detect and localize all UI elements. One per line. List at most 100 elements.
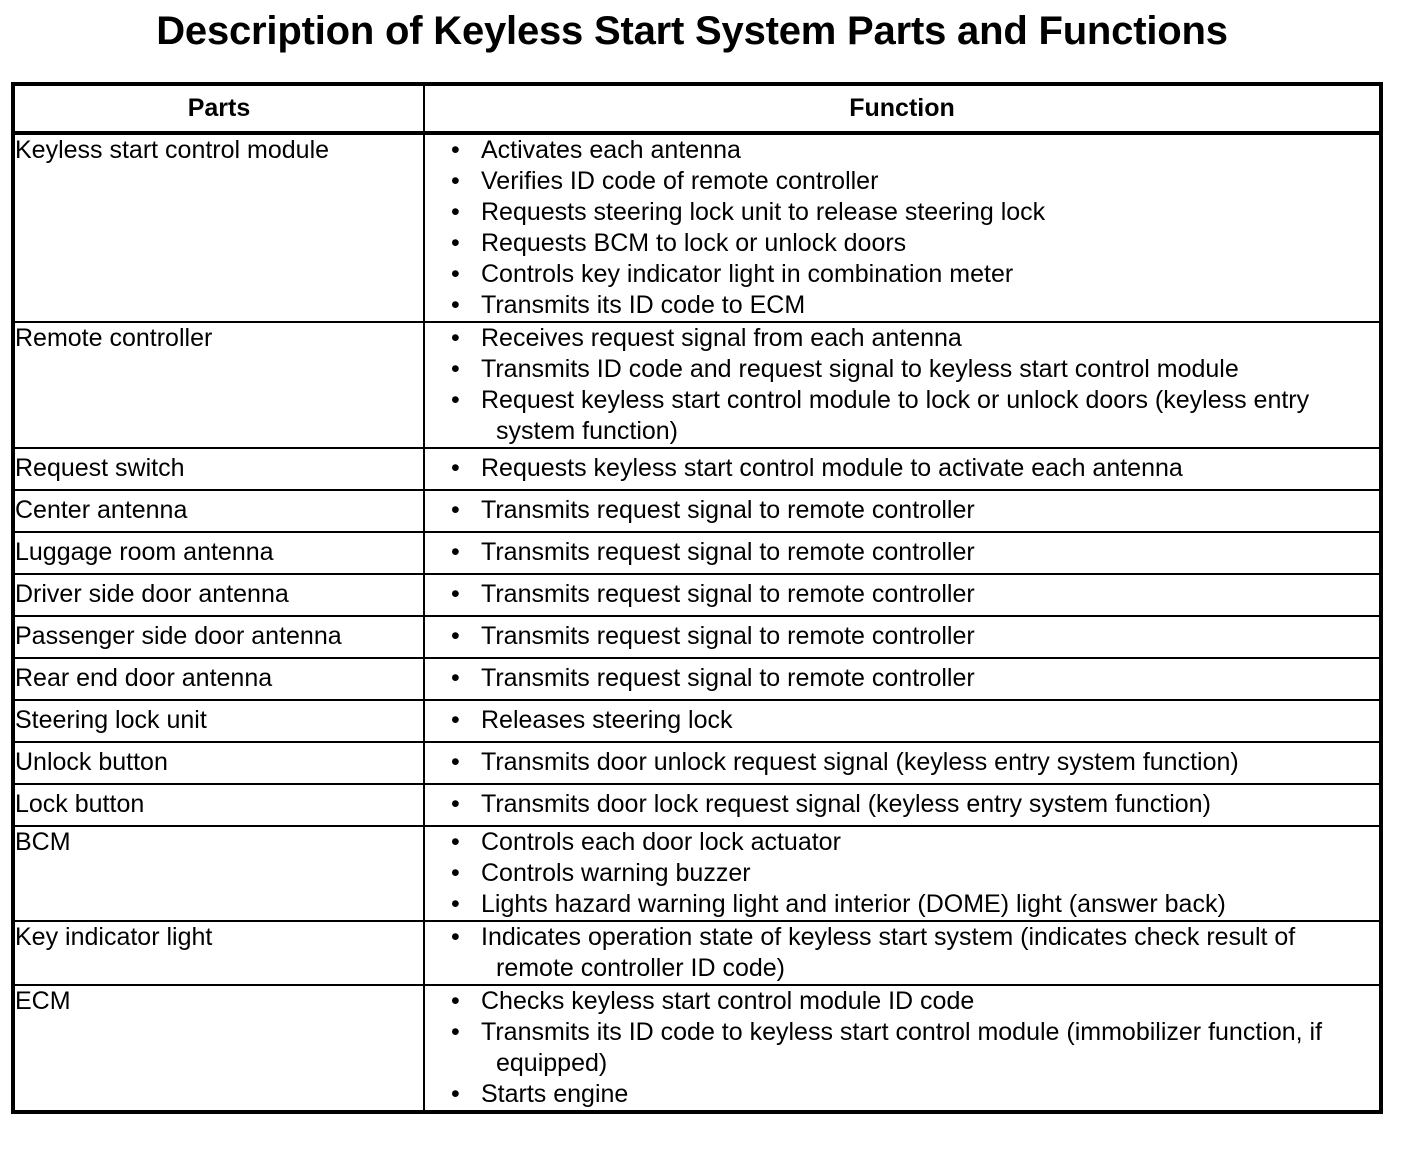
function-bullet-list: • Transmits door lock request signal (key… [425, 789, 1379, 820]
function-bullet-item: • Transmits request signal to remote cont… [425, 621, 1379, 652]
function-bullet-item: • Indicates operation state of keyless st… [425, 922, 1379, 984]
bullet-icon: • [451, 706, 460, 734]
function-text: Transmits request signal to remote contr… [481, 496, 975, 524]
table-row: Passenger side door antenna • Transmits re… [12, 615, 1382, 659]
bullet-icon: • [451, 622, 460, 650]
function-text: Transmits request signal to remote contr… [481, 622, 975, 650]
function-bullet-list: • Requests keyless start control module t… [425, 453, 1379, 484]
function-bullet-list: •Transmits request signal to remote cont… [425, 663, 1379, 694]
function-bullet-list: •Activates each antenna•Verifies ID code… [425, 135, 1379, 321]
cell-function-list: • Indicates operation state of keyless st… [423, 920, 1382, 986]
cell-function-list: • Transmits door lock request signal (key… [423, 783, 1382, 827]
cell-part-name: Keyless start control module [12, 132, 425, 323]
bullet-icon: • [451, 859, 460, 887]
function-bullet-item: •Starts engine [425, 1079, 1379, 1110]
cell-part-name: ECM [12, 984, 425, 1113]
function-bullet-item: • Transmits ID code and request signal to… [425, 354, 1379, 385]
cell-function-list: • Requests keyless start control module t… [423, 447, 1382, 491]
function-bullet-item: •Transmits its ID code to keyless start … [425, 1017, 1379, 1079]
function-text: Transmits request signal to remote contr… [481, 580, 975, 608]
function-text: Transmits its ID code to keyless start c… [481, 1018, 1323, 1077]
function-bullet-list: •Transmits request signal to remote cont… [425, 537, 1379, 568]
function-bullet-list: • Receives request signal from each anten… [425, 323, 1379, 447]
cell-part-name: Key indicator light [12, 920, 425, 986]
cell-function-list: • Transmits request signal to remote cont… [423, 615, 1382, 659]
cell-function-list: •Transmits request signal to remote cont… [423, 657, 1382, 701]
function-text: Receives request signal from each antenn… [481, 324, 962, 352]
table-header-row: Parts Function [12, 83, 1382, 135]
parts-functions-table: Parts Function Keyless start control mod… [11, 82, 1383, 1114]
table-row: BCM•Controls each door lock actuator•Con… [12, 825, 1382, 922]
table-row: Key indicator light • Indicates operation … [12, 920, 1382, 986]
table-row: Steering lock unit•Releases steering loc… [12, 699, 1382, 743]
function-bullet-list: •Transmits request signal to remote cont… [425, 579, 1379, 610]
table-row: Keyless start control module • Activates e… [12, 132, 1382, 323]
cell-function-list: • Transmits request signal to remote cont… [423, 489, 1382, 533]
function-bullet-item: • Transmits its ID code to ECM [425, 290, 1379, 321]
bullet-icon: • [451, 828, 460, 856]
table-row: Center antenna • Transmits request signal … [12, 489, 1382, 533]
bullet-icon: • [451, 748, 460, 776]
function-text: Transmits request signal to remote contr… [481, 664, 975, 692]
function-text: Checks keyless start control module ID c… [481, 987, 975, 1015]
function-bullet-item: • Transmits request signal to remote cont… [425, 495, 1379, 526]
function-bullet-list: • Controls each door lock actuator • Contro… [425, 827, 1379, 920]
function-bullet-item: • Transmits door lock request signal (key… [425, 789, 1379, 820]
function-text: Activates each antenna [481, 136, 741, 164]
function-text: Requests BCM to lock or unlock doors [481, 229, 907, 257]
bullet-icon: • [451, 790, 460, 818]
function-bullet-item: • Controls each door lock actuator [425, 827, 1379, 858]
table-header: Parts Function [12, 83, 1382, 135]
function-text: Transmits its ID code to ECM [481, 291, 806, 319]
table-row: Luggage room antenna•Transmits request s… [12, 531, 1382, 575]
function-bullet-item: •Releases steering lock [425, 705, 1379, 736]
cell-function-list: • Receives request signal from each anten… [423, 321, 1382, 449]
function-text: Requests steering lock unit to release s… [481, 198, 1046, 226]
function-bullet-list: •Checks keyless start control module ID … [425, 986, 1379, 1110]
function-bullet-item: •Transmits request signal to remote cont… [425, 663, 1379, 694]
table-row: Rear end door antenna•Transmits request … [12, 657, 1382, 701]
function-text: Controls each door lock actuator [481, 828, 841, 856]
bullet-icon: • [451, 324, 460, 352]
cell-part-name: Unlock button [12, 741, 425, 785]
cell-part-name: Center antenna [12, 489, 425, 533]
table-row: Request switch • Requests keyless start co… [12, 447, 1382, 491]
bullet-icon: • [451, 923, 460, 951]
function-text: Controls warning buzzer [481, 859, 751, 887]
table-row: Driver side door antenna•Transmits reque… [12, 573, 1382, 617]
bullet-icon: • [451, 890, 460, 918]
function-bullet-item: •Checks keyless start control module ID … [425, 986, 1379, 1017]
bullet-icon: • [451, 355, 460, 383]
function-bullet-list: • Transmits request signal to remote cont… [425, 621, 1379, 652]
function-bullet-list: • Transmits request signal to remote cont… [425, 495, 1379, 526]
function-text: Lights hazard warning light and interior… [481, 890, 1226, 918]
function-text: Indicates operation state of keyless sta… [481, 923, 1296, 982]
function-text: Requests keyless start control module to… [481, 454, 1183, 482]
bullet-icon: • [451, 496, 460, 524]
cell-function-list: •Transmits request signal to remote cont… [423, 573, 1382, 617]
function-text: Transmits ID code and request signal to … [481, 355, 1239, 383]
bullet-icon: • [451, 538, 460, 566]
cell-part-name: Passenger side door antenna [12, 615, 425, 659]
function-text: Transmits door unlock request signal (ke… [481, 748, 1239, 776]
function-bullet-item: •Requests BCM to lock or unlock doors [425, 228, 1379, 259]
function-bullet-list: • Indicates operation state of keyless st… [425, 922, 1379, 984]
cell-part-name: Request switch [12, 447, 425, 491]
bullet-icon: • [451, 136, 460, 164]
function-bullet-item: •Transmits request signal to remote cont… [425, 579, 1379, 610]
bullet-icon: • [451, 291, 460, 319]
function-bullet-item: •Verifies ID code of remote controller [425, 166, 1379, 197]
cell-part-name: Steering lock unit [12, 699, 425, 743]
bullet-icon: • [451, 454, 460, 482]
cell-part-name: Lock button [12, 783, 425, 827]
function-text: Transmits door lock request signal (keyl… [481, 790, 1211, 818]
cell-part-name: Luggage room antenna [12, 531, 425, 575]
function-bullet-item: • Controls warning buzzer [425, 858, 1379, 889]
function-bullet-list: •Releases steering lock [425, 705, 1379, 736]
bullet-icon: • [451, 386, 460, 414]
cell-part-name: Rear end door antenna [12, 657, 425, 701]
function-text: Verifies ID code of remote controller [481, 167, 879, 195]
function-bullet-item: • Transmits door unlock request signal (k… [425, 747, 1379, 778]
cell-function-list: •Activates each antenna•Verifies ID code… [423, 132, 1382, 323]
